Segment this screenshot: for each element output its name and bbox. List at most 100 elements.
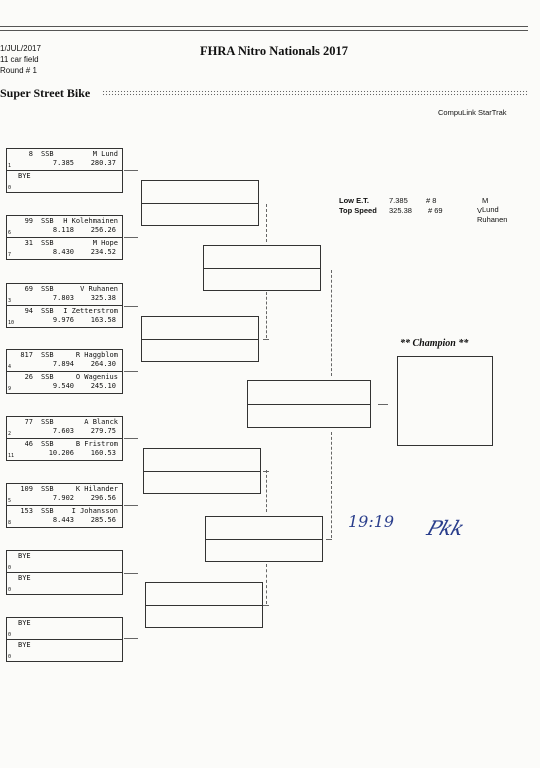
elapsed-time: 7.902 <box>52 494 74 502</box>
lane-number: 6 <box>8 230 12 236</box>
racer-class: SSB <box>41 307 54 315</box>
compulink-label: CompuLink StarTrak <box>438 108 507 117</box>
racer-class: SSB <box>41 217 54 225</box>
connector <box>326 539 332 540</box>
lane-number: 0 <box>8 632 12 638</box>
low-et-value: 7.385 <box>389 196 408 205</box>
racer-number: 94 <box>24 307 33 315</box>
round-3-divider-1 <box>203 268 321 269</box>
speed: 256.26 <box>90 226 116 234</box>
racer-name: B Fristrom <box>75 440 118 448</box>
round-3-divider-2 <box>205 539 323 540</box>
elapsed-time: 9.976 <box>52 316 74 324</box>
lane-number: 0 <box>8 587 12 593</box>
lane-number: 8 <box>8 520 12 526</box>
page-title: FHRA Nitro Nationals 2017 <box>200 44 349 58</box>
round-2-divider-4 <box>145 605 263 606</box>
racer-class: SSB <box>41 351 54 359</box>
round-2-divider-2 <box>141 339 259 340</box>
race-date: 1/JUL/2017 <box>0 44 41 53</box>
champion-label: ** Champion ** <box>400 338 469 349</box>
connector <box>263 471 269 472</box>
racer-name: M Hope <box>92 239 118 247</box>
elapsed-time: 8.118 <box>52 226 74 234</box>
pair-divider <box>6 237 123 238</box>
speed: 280.37 <box>90 159 116 167</box>
speed: 160.53 <box>90 449 116 457</box>
elapsed-time: 10.206 <box>48 449 74 457</box>
top-rule <box>0 26 528 27</box>
racer-number: 817 <box>20 351 33 359</box>
racer-class: SSB <box>41 239 54 247</box>
bye-label: BYE <box>18 574 31 582</box>
elapsed-time: 7.803 <box>52 294 74 302</box>
lane-number: 2 <box>8 431 12 437</box>
champion-box <box>397 356 493 446</box>
pair-divider <box>6 505 123 506</box>
racer-number: 8 <box>28 150 33 158</box>
racer-number: 99 <box>24 217 33 225</box>
lane-number: 0 <box>8 185 12 191</box>
connector <box>124 237 138 238</box>
round-2-divider-1 <box>141 203 259 204</box>
pair-divider <box>6 170 123 171</box>
connector-vertical <box>266 292 267 338</box>
speed: 234.52 <box>90 248 116 256</box>
bye-label: BYE <box>18 552 31 560</box>
racer-class: SSB <box>41 418 54 426</box>
low-et-number: # 8 <box>426 196 437 205</box>
speed: 296.56 <box>90 494 116 502</box>
round-number: Round # 1 <box>0 66 37 75</box>
final-to-champion-bar <box>378 404 388 405</box>
bye-label: BYE <box>18 619 31 627</box>
speed: 245.10 <box>90 382 116 390</box>
pair-divider <box>6 305 123 306</box>
elapsed-time: 9.540 <box>52 382 74 390</box>
top-speed-number: # 69 <box>428 206 443 215</box>
speed: 264.30 <box>90 360 116 368</box>
racer-name: H Kolehmainen <box>63 217 118 225</box>
final-divider <box>247 404 371 405</box>
dotted-rule <box>102 90 528 96</box>
top-speed-value: 325.38 <box>389 206 412 215</box>
racer-number: 46 <box>24 440 33 448</box>
elapsed-time: 8.430 <box>52 248 74 256</box>
racer-class: SSB <box>41 440 54 448</box>
connector <box>263 339 269 340</box>
event-name: Super Street Bike <box>0 86 91 100</box>
connector <box>124 505 138 506</box>
racer-number: 69 <box>24 285 33 293</box>
pair-divider <box>6 438 123 439</box>
racer-name: I Johansson <box>71 507 118 515</box>
lane-number: 0 <box>8 654 12 660</box>
racer-class: SSB <box>41 507 54 515</box>
connector <box>124 438 138 439</box>
lane-number: 9 <box>8 386 12 392</box>
field-size: 11 car field <box>0 55 39 64</box>
racer-number: 77 <box>24 418 33 426</box>
connector <box>124 573 138 574</box>
connector <box>124 306 138 307</box>
lane-number: 4 <box>8 364 12 370</box>
lane-number: 10 <box>8 320 15 326</box>
racer-name: O Wagenius <box>75 373 118 381</box>
racer-number: 153 <box>20 507 33 515</box>
elapsed-time: 7.894 <box>52 360 74 368</box>
speed: 279.75 <box>90 427 116 435</box>
lane-number: 0 <box>8 565 12 571</box>
lane-number: 5 <box>8 498 12 504</box>
connector-vertical <box>266 564 267 604</box>
elapsed-time: 8.443 <box>52 516 74 524</box>
lane-number: 7 <box>8 252 12 258</box>
lane-number: 3 <box>8 298 12 304</box>
racer-name: A Blanck <box>84 418 118 426</box>
connector <box>124 371 138 372</box>
bye-label: BYE <box>18 172 31 180</box>
racer-class: SSB <box>41 485 54 493</box>
racer-name: R Haggblom <box>75 351 118 359</box>
speed: 325.38 <box>90 294 116 302</box>
speed: 285.56 <box>90 516 116 524</box>
round-2-divider-3 <box>143 471 261 472</box>
top-rule-2 <box>0 30 528 31</box>
connector <box>263 605 269 606</box>
